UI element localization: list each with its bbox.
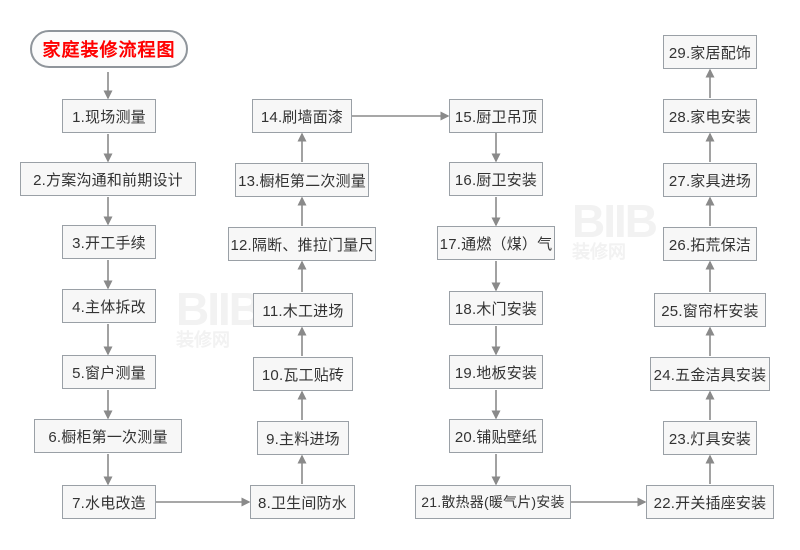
node-26[interactable]: 26.拓荒保洁	[663, 227, 757, 261]
node-11[interactable]: 11.木工进场	[253, 293, 353, 327]
node-8[interactable]: 8.卫生间防水	[250, 485, 355, 519]
node-3[interactable]: 3.开工手续	[62, 225, 156, 259]
node-7[interactable]: 7.水电改造	[62, 485, 156, 519]
node-27[interactable]: 27.家具进场	[663, 163, 757, 197]
node-19[interactable]: 19.地板安装	[449, 355, 543, 389]
node-21[interactable]: 21.散热器(暖气片)安装	[415, 485, 571, 519]
node-29[interactable]: 29.家居配饰	[663, 35, 757, 69]
node-2[interactable]: 2.方案沟通和前期设计	[20, 162, 196, 196]
node-14[interactable]: 14.刷墙面漆	[252, 99, 352, 133]
node-20[interactable]: 20.铺贴壁纸	[449, 419, 543, 453]
node-13[interactable]: 13.橱柜第二次测量	[235, 163, 369, 197]
node-17[interactable]: 17.通燃（煤）气	[437, 226, 555, 260]
node-25[interactable]: 25.窗帘杆安装	[654, 293, 766, 327]
node-22[interactable]: 22.开关插座安装	[646, 485, 774, 519]
diagram-title: 家庭装修流程图	[30, 30, 188, 68]
node-12[interactable]: 12.隔断、推拉门量尺	[228, 227, 376, 261]
node-10[interactable]: 10.瓦工贴砖	[253, 357, 353, 391]
node-4[interactable]: 4.主体拆改	[62, 289, 156, 323]
node-6[interactable]: 6.橱柜第一次测量	[34, 419, 182, 453]
node-24[interactable]: 24.五金洁具安装	[650, 357, 770, 391]
node-5[interactable]: 5.窗户测量	[62, 355, 156, 389]
node-23[interactable]: 23.灯具安装	[663, 421, 757, 455]
node-18[interactable]: 18.木门安装	[449, 291, 543, 325]
node-16[interactable]: 16.厨卫安装	[449, 162, 543, 196]
node-28[interactable]: 28.家电安装	[663, 99, 757, 133]
node-1[interactable]: 1.现场测量	[62, 99, 156, 133]
node-9[interactable]: 9.主料进场	[257, 421, 349, 455]
node-15[interactable]: 15.厨卫吊顶	[449, 99, 543, 133]
